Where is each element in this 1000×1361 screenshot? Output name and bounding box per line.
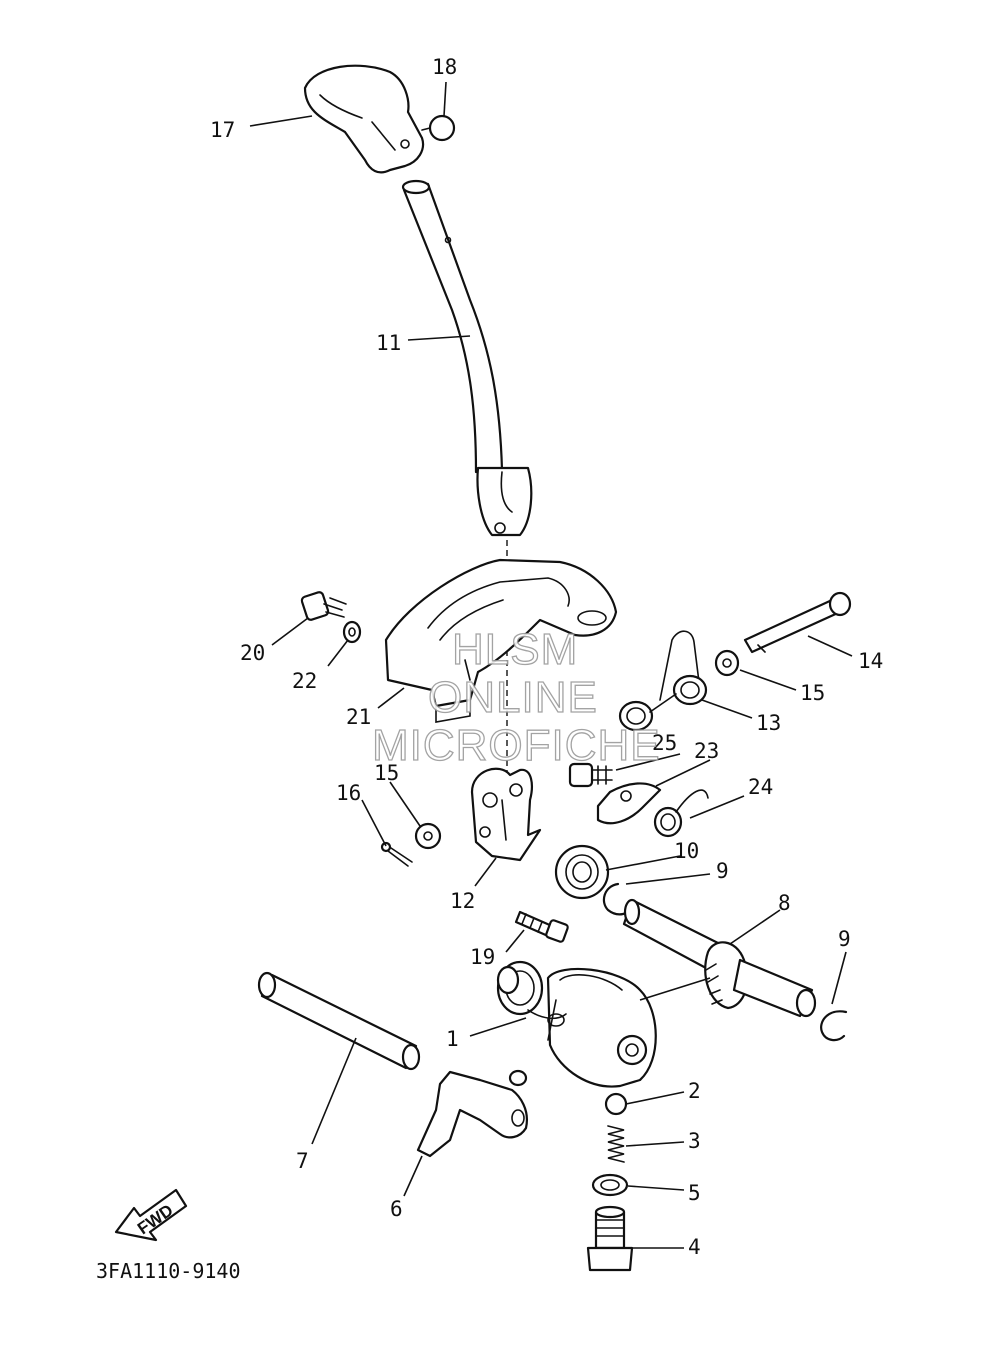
part-20-bolt [300, 591, 347, 621]
part-9-circlip-right [820, 1010, 848, 1042]
callout-16: 16 [336, 781, 361, 805]
part-18-pin [421, 114, 456, 142]
callout-17: 17 [210, 118, 235, 142]
part-13-torsion-spring [618, 630, 708, 732]
callout-10: 10 [674, 839, 699, 863]
watermark-line-2: ONLINE [428, 673, 598, 722]
callout-18: 18 [432, 55, 457, 79]
callout-13: 13 [756, 711, 781, 735]
callout-23: 23 [694, 739, 719, 763]
part-24-spring [653, 789, 709, 838]
part-17-shift-knob [303, 64, 425, 174]
callout-9-upper: 9 [716, 859, 729, 883]
part-21-gate-bracket [384, 558, 618, 723]
callout-11: 11 [376, 331, 401, 355]
part-5-gasket [591, 1173, 629, 1197]
leader-lines [249, 81, 853, 1249]
callout-1: 1 [446, 1027, 459, 1051]
part-14-pivot-bolt [743, 591, 852, 654]
part-3-spring [607, 1125, 625, 1163]
part-12-lever-arm [470, 767, 542, 862]
callout-21: 21 [346, 705, 371, 729]
callout-9-right: 9 [838, 927, 851, 951]
callout-7: 7 [296, 1149, 309, 1173]
part-25-bolt [568, 762, 613, 788]
watermark-line-3: MICROFICHE [372, 721, 661, 770]
part-16-cotter-pin [380, 841, 413, 867]
callout-3: 3 [688, 1129, 701, 1153]
callout-24: 24 [748, 775, 773, 799]
callout-numbers: 17 18 11 20 22 21 14 15 13 25 23 24 15 1… [210, 55, 883, 1259]
part-11-shift-lever [401, 179, 533, 537]
part-15-washer-upper [714, 649, 740, 677]
callout-8: 8 [778, 891, 791, 915]
watermark: HLSM ONLINE MICROFICHE [371, 624, 661, 770]
part-10-oil-seal [554, 844, 610, 900]
callout-20: 20 [240, 641, 265, 665]
fwd-direction-arrow: FWD [114, 1188, 188, 1242]
part-7-guide-bar [257, 971, 421, 1071]
part-23-stopper-plate [596, 782, 662, 825]
callout-19: 19 [470, 945, 495, 969]
part-2-ball [604, 1092, 628, 1116]
callout-6: 6 [390, 1197, 403, 1221]
callout-2: 2 [688, 1079, 701, 1103]
part-22-washer [342, 620, 362, 644]
callout-14: 14 [858, 649, 883, 673]
drawing-code: 3FA1110-9140 [96, 1259, 241, 1283]
callout-5: 5 [688, 1181, 701, 1205]
callout-22: 22 [292, 669, 317, 693]
callout-15-lower: 15 [374, 761, 399, 785]
callout-15-upper: 15 [800, 681, 825, 705]
part-8-shift-shaft [622, 898, 817, 1018]
part-1-shift-drum [496, 960, 657, 1088]
callout-4: 4 [688, 1235, 701, 1259]
watermark-line-1: HLSM [452, 625, 578, 674]
part-19-bolt [514, 910, 569, 943]
callout-25: 25 [652, 731, 677, 755]
part-4-plug [586, 1205, 634, 1272]
part-15-washer-lower [414, 822, 442, 850]
callout-12: 12 [450, 889, 475, 913]
part-6-shift-fork [416, 1069, 528, 1158]
